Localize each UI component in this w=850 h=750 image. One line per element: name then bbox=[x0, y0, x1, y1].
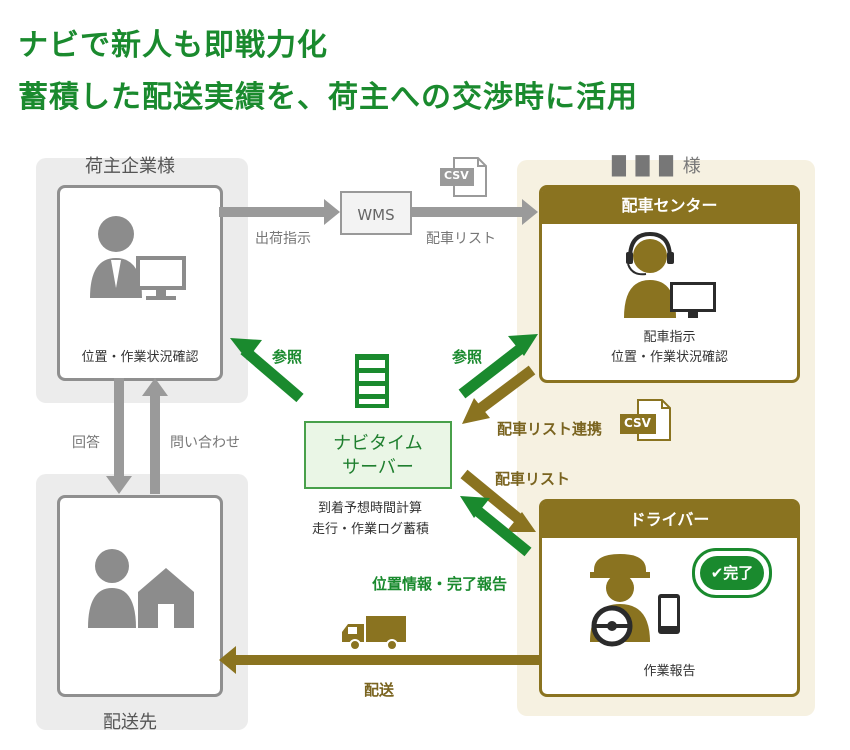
dispatch-center-text-2: 位置・作業状況確認 bbox=[610, 350, 728, 365]
destination-card bbox=[57, 495, 223, 697]
dispatch-list-top-label: 配車リスト bbox=[426, 231, 496, 247]
shipping-instruction-label: 出荷指示 bbox=[255, 231, 311, 247]
complete-badge-label: 完了 bbox=[723, 564, 754, 582]
server-caption-1: 到着予想時間計算 bbox=[318, 501, 423, 516]
operator-headset-icon bbox=[624, 231, 716, 318]
smartphone-icon bbox=[658, 594, 680, 634]
arrow-answer bbox=[106, 378, 132, 494]
carrier-panel-label: █ █ █ 様 bbox=[612, 156, 703, 177]
dispatch-center-header: 配車センター bbox=[542, 188, 797, 224]
dispatch-list-label: 配車リスト bbox=[495, 470, 571, 488]
arrow-reference-right bbox=[458, 334, 538, 399]
arrow-dispatch-list-link bbox=[462, 365, 536, 424]
csv-top-label: CSV bbox=[444, 169, 469, 182]
dispatch-list-link-label: 配車リスト連携 bbox=[497, 420, 603, 438]
arrow-dispatch-list bbox=[460, 469, 536, 532]
complete-badge: ✔完了 bbox=[692, 548, 772, 598]
driver-header: ドライバー bbox=[542, 502, 797, 538]
server-icon bbox=[355, 354, 389, 408]
csv-mid-label: CSV bbox=[624, 416, 651, 430]
arrow-inquiry bbox=[142, 378, 168, 494]
answer-label: 回答 bbox=[72, 435, 100, 451]
destination-panel-label: 配送先 bbox=[103, 712, 157, 733]
delivery-label: 配送 bbox=[364, 681, 395, 699]
driver-card: ドライバー ✔完了 作業報告 bbox=[539, 499, 800, 697]
server-caption-2: 走行・作業ログ蓄積 bbox=[312, 522, 430, 537]
driver-card-text: 作業報告 bbox=[643, 664, 696, 679]
navitime-server-box: ナビタイム サーバー bbox=[304, 421, 452, 489]
wms-box: WMS bbox=[340, 191, 412, 235]
title-line-2: 蓄積した配送実績を、荷主への交渉時に活用 bbox=[18, 80, 638, 115]
shipper-card: 位置・作業状況確認 bbox=[57, 185, 223, 381]
shipper-card-text: 位置・作業状況確認 bbox=[81, 350, 199, 365]
truck-icon bbox=[342, 616, 406, 651]
steering-wheel-icon bbox=[591, 605, 633, 647]
person-at-computer-icon bbox=[90, 216, 186, 300]
server-name-line1: ナビタイム bbox=[333, 433, 423, 454]
csv-file-icon bbox=[440, 157, 487, 197]
arrow-reference-left bbox=[230, 338, 304, 403]
dispatch-center-card: 配車センター 配車指示 位置・作業状況確認 bbox=[539, 185, 800, 383]
person-house-icon bbox=[88, 549, 194, 628]
dispatch-center-text-1: 配車指示 bbox=[643, 330, 696, 345]
title-line-1: ナビで新人も即戦力化 bbox=[18, 28, 328, 63]
check-icon: ✔ bbox=[710, 564, 724, 582]
inquiry-label: 問い合わせ bbox=[170, 435, 240, 451]
location-report-label: 位置情報・完了報告 bbox=[372, 575, 508, 593]
shipper-panel-label: 荷主企業様 bbox=[85, 156, 175, 177]
arrow-shipping-to-wms bbox=[219, 199, 340, 225]
driver-icon bbox=[590, 554, 680, 647]
reference-left-label: 参照 bbox=[272, 348, 303, 366]
reference-right-label: 参照 bbox=[452, 348, 483, 366]
server-name-line2: サーバー bbox=[342, 457, 414, 478]
csv-file-icon-mid bbox=[620, 399, 671, 441]
arrow-location-report bbox=[460, 496, 532, 557]
arrow-delivery bbox=[219, 646, 539, 674]
arrow-wms-to-dispatch bbox=[412, 199, 538, 225]
